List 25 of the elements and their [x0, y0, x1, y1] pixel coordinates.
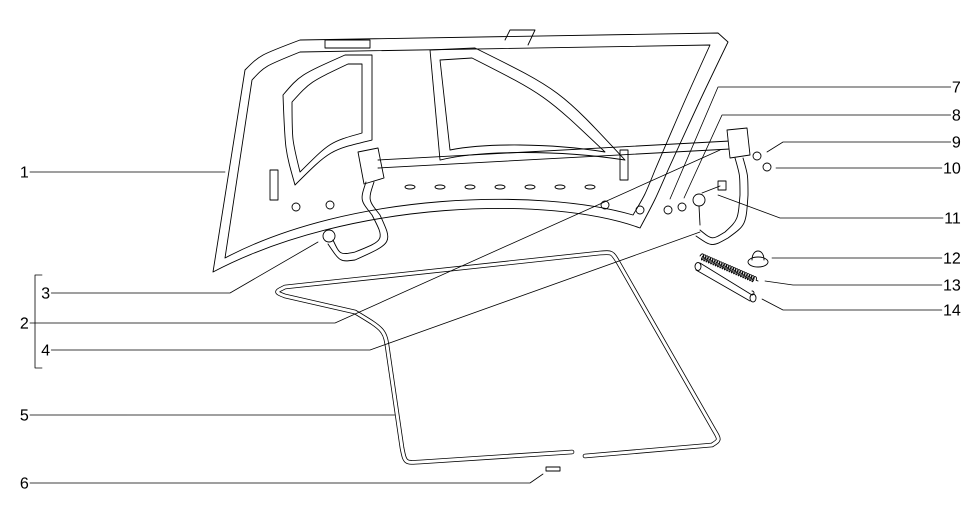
callout-number: 6	[20, 477, 28, 489]
callout-number: 2	[20, 317, 28, 329]
callout-number: 9	[952, 136, 960, 148]
callout-number: 14	[944, 304, 960, 316]
leader-line	[50, 232, 700, 350]
leader-line	[50, 242, 318, 294]
leader-line	[766, 142, 952, 152]
callout-number: 7	[952, 82, 960, 92]
leader-line	[30, 414, 396, 416]
callout-number: 13	[944, 279, 960, 291]
callout-number: 10	[944, 162, 960, 174]
callout-number: 3	[42, 287, 50, 299]
leader-line	[762, 298, 942, 310]
callout-number: 4	[42, 344, 50, 356]
leader-line	[764, 280, 942, 286]
callout-number: 8	[952, 109, 960, 121]
callout-number: 5	[20, 409, 28, 421]
callout-number: 1	[21, 166, 28, 178]
leader-line	[30, 474, 544, 484]
leader-line	[718, 194, 944, 218]
callout-number: 11	[945, 212, 960, 224]
leader-line	[30, 150, 720, 324]
leader-line	[670, 86, 952, 200]
leader-line	[684, 114, 952, 198]
callout-number: 12	[944, 252, 960, 264]
